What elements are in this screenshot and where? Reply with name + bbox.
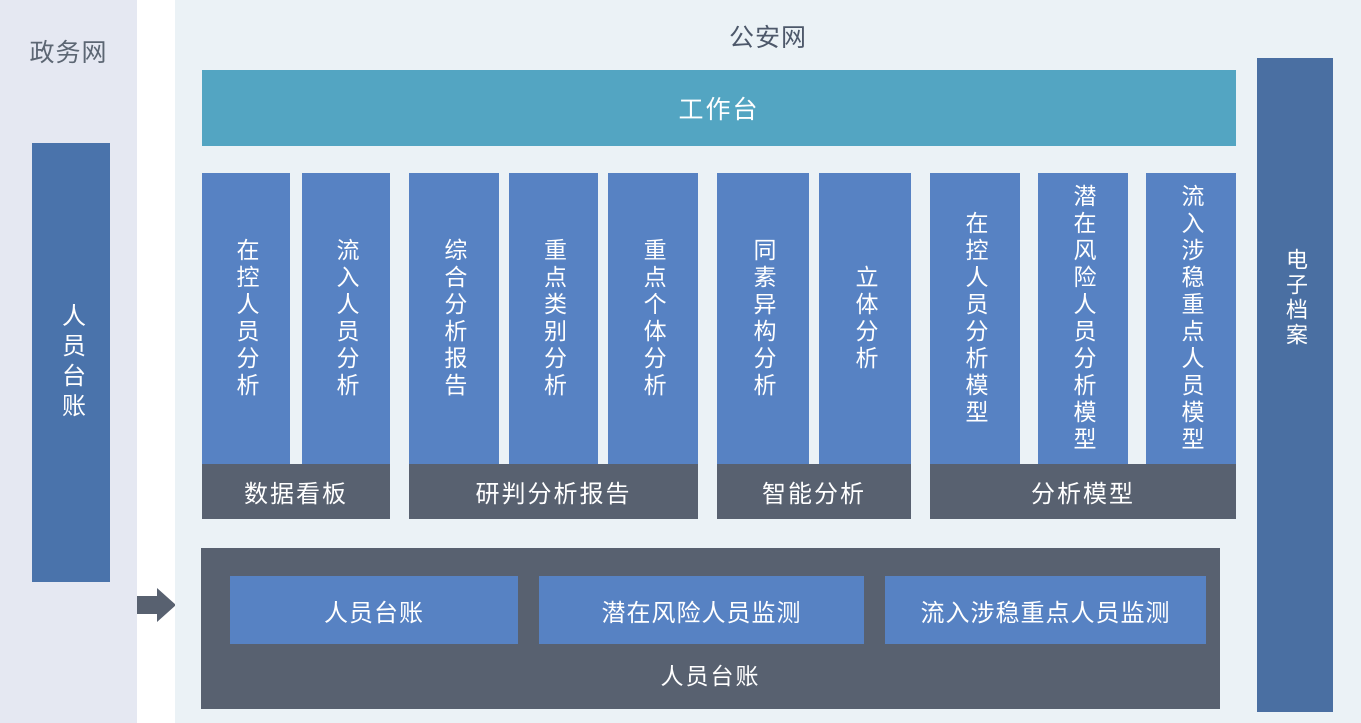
group-analysis-reports: 综合分析报告 重点类别分析 重点个体分析 研判分析报告 <box>409 173 699 519</box>
group-footer-analysis-reports: 研判分析报告 <box>409 464 698 519</box>
module-label: 重点类别分析 <box>540 237 567 400</box>
module-label: 在控人员分析 <box>233 237 259 400</box>
police-network-label: 公安网 <box>728 24 807 52</box>
module-groups-row: 在控人员分析 流入人员分析 数据看板 综合分析报告 重点类别分析 重点个体分析 <box>202 173 1236 519</box>
module-bar: 流入涉稳重点人员模型 <box>1146 173 1236 464</box>
module-bar: 重点类别分析 <box>508 173 599 464</box>
group-data-dashboard: 在控人员分析 流入人员分析 数据看板 <box>202 173 390 519</box>
module-bar: 综合分析报告 <box>409 173 499 464</box>
personnel-ledger-panel-label: 人员台账 <box>660 663 761 689</box>
module-label: 流入涉稳重点人员模型 <box>1178 183 1204 454</box>
ledger-box-inflow-key-person-monitoring: 流入涉稳重点人员监测 <box>885 576 1206 644</box>
module-bar: 潜在风险人员分析模型 <box>1038 173 1128 464</box>
workbench-label: 工作台 <box>678 96 760 124</box>
module-label: 潜在风险人员分析模型 <box>1070 183 1096 454</box>
group-footer-data-dashboard: 数据看板 <box>202 464 390 519</box>
ledger-box-personnel: 人员台账 <box>230 576 518 644</box>
module-bar: 重点个体分析 <box>608 173 699 464</box>
ledger-buttons-row: 人员台账 潜在风险人员监测 流入涉稳重点人员监测 <box>201 548 1220 644</box>
group-footer-analysis-models: 分析模型 <box>930 464 1236 519</box>
group-analysis-models: 在控人员分析模型 潜在风险人员分析模型 流入涉稳重点人员模型 分析模型 <box>930 173 1236 519</box>
group-intelligent-analysis: 同素异构分析 立体分析 智能分析 <box>717 173 911 519</box>
ledger-box-potential-risk-monitoring: 潜在风险人员监测 <box>539 576 864 644</box>
module-bar: 流入人员分析 <box>302 173 390 464</box>
module-label: 流入人员分析 <box>333 237 359 400</box>
right-arrow-icon <box>137 588 177 622</box>
government-network-panel: 政务网 人员台账 <box>0 0 137 723</box>
group-footer-intelligent-analysis: 智能分析 <box>717 464 911 519</box>
electronic-archive-label: 电子档案 <box>1283 248 1308 348</box>
personnel-ledger-panel: 人员台账 潜在风险人员监测 流入涉稳重点人员监测 人员台账 <box>201 548 1220 709</box>
personnel-ledger-source-label: 人员台账 <box>57 302 85 423</box>
module-label: 立体分析 <box>852 264 878 373</box>
module-bar: 在控人员分析 <box>202 173 290 464</box>
module-label: 重点个体分析 <box>640 237 667 400</box>
module-bar: 同素异构分析 <box>717 173 809 464</box>
police-network-panel: 公安网 工作台 在控人员分析 流入人员分析 数据看板 综合分析报告 重点类别 <box>175 0 1361 723</box>
personnel-ledger-source-bar: 人员台账 <box>32 143 110 582</box>
module-label: 综合分析报告 <box>440 237 467 400</box>
module-label: 在控人员分析模型 <box>962 210 988 427</box>
electronic-archive-bar: 电子档案 <box>1257 58 1333 712</box>
module-bar: 立体分析 <box>819 173 911 464</box>
workbench-bar: 工作台 <box>202 70 1236 146</box>
government-network-label: 政务网 <box>29 39 108 67</box>
module-bar: 在控人员分析模型 <box>930 173 1020 464</box>
module-label: 同素异构分析 <box>750 237 776 400</box>
